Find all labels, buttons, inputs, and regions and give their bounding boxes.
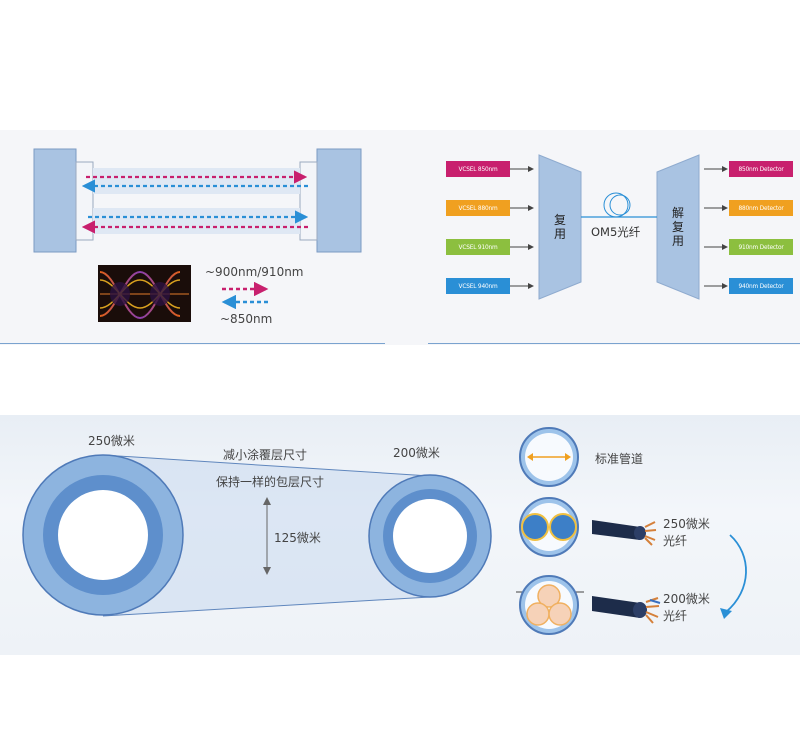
fiber-200-cable-label: 200微米 光纤: [663, 592, 710, 623]
vcsel-940-tag: VCSEL 940nm: [446, 278, 510, 294]
tangent-line-bottom: [102, 596, 431, 617]
cladding-dimension-arrow: [263, 497, 271, 575]
multiplexer: [538, 154, 582, 300]
detector-940-tag: 940nm Detector: [729, 278, 793, 294]
legend-long-wavelength: ~900nm/910nm: [205, 265, 304, 279]
standard-duct-label: 标准管道: [595, 452, 644, 466]
left-transceiver: [33, 148, 77, 253]
divider-right: [428, 343, 800, 344]
divider-left: [0, 343, 385, 344]
duct-two-cables-icon: [519, 497, 579, 557]
cladding-dimension-label: 125微米: [274, 531, 321, 545]
fiber-250-cross-section: [22, 454, 184, 616]
demultiplexer: [656, 154, 700, 300]
right-transceiver: [316, 148, 362, 253]
fiber-band-bottom: [93, 208, 300, 234]
detector-910-tag: 910nm Detector: [729, 239, 793, 255]
cable-photo-1: [592, 520, 657, 546]
reduce-coating-label: 减小涂覆层尺寸: [223, 448, 308, 462]
curved-arrow: [720, 534, 747, 619]
vcsel-910-tag: VCSEL 910nm: [446, 239, 510, 255]
legend-short-wavelength: ~850nm: [220, 312, 273, 326]
vcsel-850-tag: VCSEL 850nm: [446, 161, 510, 177]
detector-850-tag: 850nm Detector: [729, 161, 793, 177]
om5-fiber: [581, 192, 657, 218]
fiber-200-cross-section: [368, 474, 492, 598]
fiber-250-cable-label: 250微米 光纤: [663, 517, 710, 548]
mux-label: 复用: [553, 213, 566, 241]
fiber-200-label: 200微米: [393, 446, 440, 460]
demux-label: 解复用: [671, 206, 684, 248]
same-cladding-label: 保持一样的包层尺寸: [216, 475, 325, 489]
left-connector: [75, 161, 94, 241]
detector-880-tag: 880nm Detector: [729, 200, 793, 216]
fiber-band-top: [93, 168, 300, 194]
eye-diagram: [98, 265, 191, 322]
duct-three-cables-icon: [516, 575, 584, 635]
right-connector: [299, 161, 318, 241]
om5-fiber-label: OM5光纤: [591, 225, 641, 239]
cable-photo-2: [592, 596, 661, 624]
fiber-250-label: 250微米: [88, 434, 135, 448]
tangent-line-top: [102, 454, 431, 477]
vcsel-880-tag: VCSEL 880nm: [446, 200, 510, 216]
standard-duct-icon: [519, 427, 579, 487]
